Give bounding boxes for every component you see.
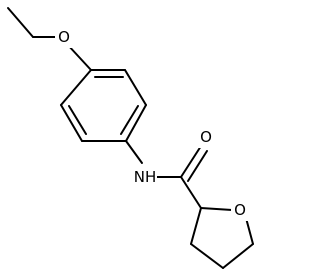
bond-ring-left-inner (68, 105, 87, 135)
bond-ring-top-right (124, 69, 147, 106)
bond-thf-bottom-right (222, 243, 254, 269)
bond-thf-top (200, 207, 233, 211)
ring-oxygen-label: O (234, 201, 246, 219)
molecule-diagram: O NH O O (7, 7, 254, 269)
bond-oxygen-to-ring (66, 43, 92, 71)
bond-thf-left (190, 207, 202, 245)
bond-ring-bottom-right (125, 104, 147, 142)
bond-ring-to-nitrogen (125, 140, 143, 164)
bond-ring-top-left (60, 69, 92, 106)
ether-oxygen-label: O (58, 28, 70, 46)
structure-canvas: O NH O O (7, 7, 254, 269)
bond-carbonyl-double-inner (187, 150, 208, 182)
bond-carbonyl-double-outer (180, 145, 202, 178)
bond-ring-bottom-left (60, 104, 83, 142)
carbonyl-oxygen-label: O (200, 128, 212, 146)
bond-ring-right-inner (120, 105, 139, 135)
bond-thf-bottom-left (190, 243, 224, 269)
bond-carbonyl-to-ring (180, 176, 202, 209)
amide-nitrogen-label: NH (134, 168, 157, 186)
bond-ethyl-terminal (7, 7, 34, 38)
bond-thf-right (245, 217, 254, 245)
